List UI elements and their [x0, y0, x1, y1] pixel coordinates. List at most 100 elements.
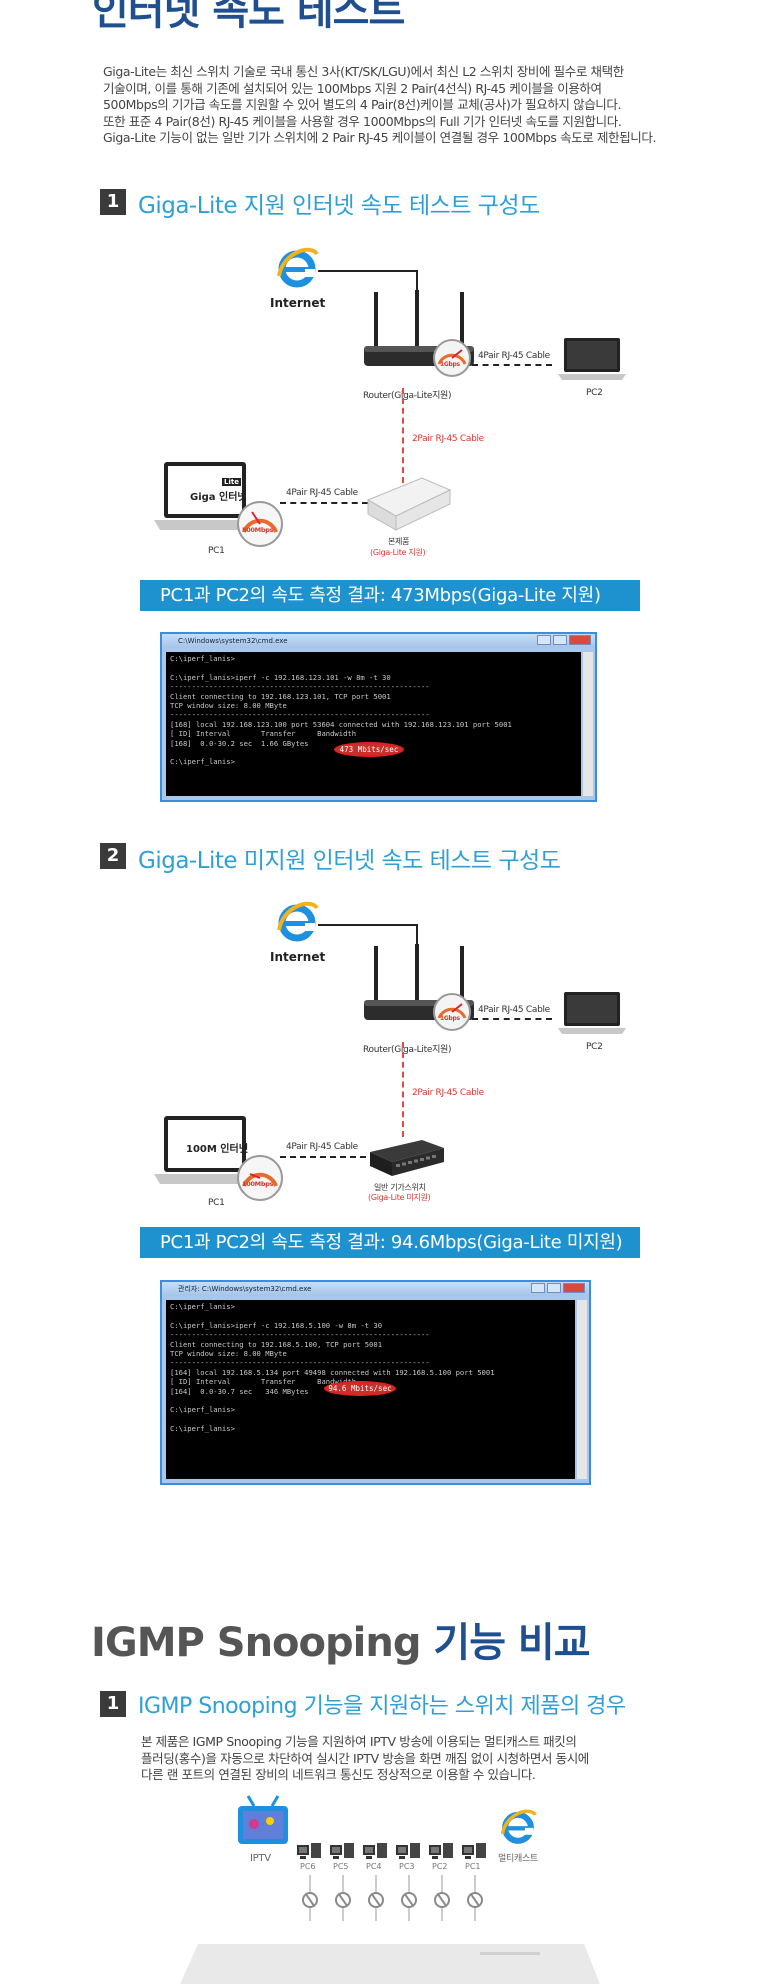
cmd-line: [164] local 192.168.5.134 port 49498 con…: [170, 1367, 495, 1377]
pc1-screen-text: 100M 인터넷: [186, 1144, 248, 1155]
pc1-speed: 500Mbps: [242, 526, 274, 534]
pc-node: PC5: [329, 1842, 359, 1922]
cmd-line: C:\iperf_lanis>: [170, 654, 235, 663]
laptop-pc2-icon: [558, 992, 626, 1034]
laptop-pc1-icon: [154, 1116, 256, 1184]
pc-label: PC4: [366, 1862, 382, 1871]
blocked-icon: [434, 1892, 450, 1908]
cmd-title-text: C:\Windows\system32\cmd.exe: [178, 637, 288, 645]
cmd-line: C:\iperf_lanis>iperf -c 192.168.5.100 -w…: [170, 1320, 383, 1330]
cable-pc1-label: 4Pair RJ-45 Cable: [286, 488, 358, 498]
section-title: IGMP Snooping 기능을 지원하는 스위치 제품의 경우: [138, 1694, 626, 1719]
blocked-icon: [335, 1892, 351, 1908]
scrollbar[interactable]: [577, 1300, 587, 1479]
section-title: Giga-Lite 지원 인터넷 속도 테스트 구성도: [138, 193, 540, 219]
pc-node: PC6: [296, 1842, 326, 1922]
maximize-button[interactable]: [553, 635, 567, 645]
cmd-line: Client connecting to 192.168.5.100, TCP …: [170, 1339, 383, 1349]
intro-line: 500Mbps의 기가급 속도를 지원할 수 있어 별도의 4 Pair(8선)…: [103, 97, 622, 112]
computer-icon: [330, 1843, 354, 1859]
cmd-line: ----------------------------------------…: [170, 1358, 430, 1368]
cmd-line: C:\iperf_lanis>: [170, 1424, 235, 1434]
iptv-label: IPTV: [250, 1853, 271, 1864]
result-bar: PC1과 PC2의 속도 측정 결과: 473Mbps(Giga-Lite 지원…: [140, 580, 640, 611]
pc1-speed-gauge-icon: [237, 1155, 283, 1201]
pc1-label: PC1: [208, 546, 225, 556]
cable-router-pc2: [472, 1018, 552, 1020]
cmd-line: C:\iperf_lanis>: [170, 757, 235, 767]
igmp-title: IGMP Snooping 기능 비교: [91, 1610, 591, 1668]
cable-pc1-label: 4Pair RJ-45 Cable: [286, 1142, 358, 1152]
pc-label: PC5: [333, 1862, 349, 1871]
intro-line: Giga-Lite 기능이 없는 일반 기가 스위치에 2 Pair RJ-45…: [103, 130, 657, 145]
cable-pc1-switch: [280, 1156, 366, 1158]
switch-icon: [366, 477, 452, 531]
igmp-desc-line: 다른 랜 포트의 연결된 장비의 네트워크 통신도 정상적으로 이용할 수 있습…: [141, 1767, 536, 1782]
computer-icon: [297, 1843, 321, 1859]
page-title: 인터넷 속도 테스트: [92, 0, 405, 34]
igmp-desc-line: 플러딩(홍수)을 자동으로 차단하여 실시간 IPTV 방송을 화면 깨짐 없이…: [141, 1750, 589, 1766]
window-controls: [537, 635, 591, 645]
result-bar: PC1과 PC2의 속도 측정 결과: 94.6Mbps(Giga-Lite 미…: [140, 1227, 640, 1258]
cable-red-label: 2Pair RJ-45 Cable: [412, 1088, 484, 1098]
cmd-line: [ ID] Interval Transfer Bandwidth: [170, 729, 357, 739]
cmd-line: [170, 1311, 571, 1320]
bandwidth-highlight: 94.6 Mbits/sec: [324, 1381, 396, 1396]
cmd-title-text: 관리자: C:\Windows\system32\cmd.exe: [178, 1285, 312, 1293]
intro-line: Giga-Lite는 최신 스위치 기술로 국내 통신 3사(KT/SK/LGU…: [103, 64, 624, 79]
cmd-line: [170, 1396, 571, 1405]
computer-icon: [462, 1843, 486, 1859]
router-speed-gauge-icon: [433, 339, 471, 377]
cmd-line: ----------------------------------------…: [170, 682, 430, 692]
switch-sub-label: (Giga-Lite 지원): [370, 548, 426, 557]
pc-node: PC3: [395, 1842, 425, 1922]
minimize-button[interactable]: [531, 1283, 545, 1293]
cmd-line: Client connecting to 192.168.123.101, TC…: [170, 691, 391, 701]
cmd-line: C:\iperf_lanis>: [170, 1405, 235, 1415]
cmd-line: [164] 0.0-30.7 sec 346 MBytes: [170, 1386, 309, 1396]
internet-explorer-icon: [277, 247, 319, 288]
internet-label: Internet: [270, 950, 326, 964]
internet-explorer-icon: [500, 1809, 537, 1844]
close-button[interactable]: [569, 635, 591, 645]
igmp-title-a: IGMP Snooping: [91, 1620, 421, 1666]
section-number: 1: [100, 189, 126, 215]
pc1-screen-badge: Lite: [222, 478, 241, 486]
pc2-label: PC2: [586, 1042, 603, 1052]
laptop-pc1-icon: [154, 462, 256, 530]
intro-line: 또한 표준 4 Pair(8선) RJ-45 케이블을 사용할 경우 1000M…: [103, 113, 622, 129]
cmd-line: C:\iperf_lanis>: [170, 1302, 235, 1311]
pc1-speed: 100Mbps: [242, 1180, 274, 1188]
multicast-label: 멀티캐스트: [498, 1854, 538, 1864]
cmd-output: C:\iperf_lanis> C:\iperf_lanis>iperf -c …: [166, 652, 581, 796]
internet-explorer-icon: [277, 901, 319, 942]
router-label: Router(Giga-Lite지원): [363, 391, 452, 401]
cable-router-switch: [402, 388, 404, 483]
close-button[interactable]: [563, 1283, 585, 1293]
blocked-icon: [467, 1892, 483, 1908]
cable-pc2-label: 4Pair RJ-45 Cable: [478, 1005, 550, 1015]
computer-icon: [363, 1843, 387, 1859]
pc-node: PC1: [461, 1842, 491, 1922]
intro-line: 기술이며, 이를 통해 기존에 설치되어 있는 100Mbps 지원 2 Pai…: [103, 80, 602, 96]
section-number: 2: [100, 843, 126, 869]
blocked-icon: [368, 1892, 384, 1908]
switch-device-icon: [180, 1944, 600, 1984]
cmd-line: ----------------------------------------…: [170, 710, 430, 720]
line-internet-router: [318, 924, 418, 926]
pc-row: PC6 PC5 PC4 PC3 PC2 PC1: [296, 1842, 492, 1922]
cmd-line: TCP window size: 8.00 MByte: [170, 701, 287, 711]
router-speed-gauge-icon: [433, 993, 471, 1031]
pc-label: PC2: [432, 1862, 448, 1871]
internet-label: Internet: [270, 296, 326, 310]
maximize-button[interactable]: [547, 1283, 561, 1293]
igmp-desc-line: 본 제품은 IGMP Snooping 기능을 지원하여 IPTV 방송에 이용…: [141, 1734, 577, 1749]
switch-sub-label: (Giga-Lite 미지원): [368, 1193, 431, 1202]
igmp-description: 본 제품은 IGMP Snooping 기능을 지원하여 IPTV 방송에 이용…: [141, 1734, 661, 1784]
minimize-button[interactable]: [537, 635, 551, 645]
pc-label: PC6: [300, 1862, 316, 1871]
line-internet-router: [318, 270, 418, 272]
scrollbar[interactable]: [583, 652, 593, 796]
blocked-icon: [302, 1892, 318, 1908]
bandwidth-highlight: 473 Mbits/sec: [334, 742, 404, 757]
